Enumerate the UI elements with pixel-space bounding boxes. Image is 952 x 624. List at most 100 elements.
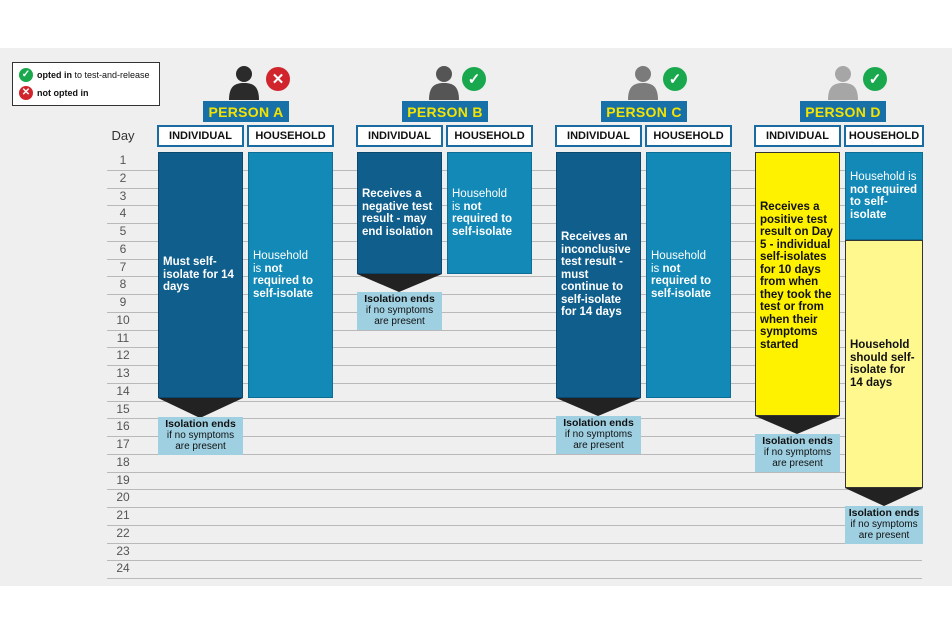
is-word: is bbox=[651, 262, 660, 275]
day-row-line bbox=[107, 507, 922, 508]
is-word: is bbox=[452, 200, 461, 213]
day-number: 10 bbox=[116, 312, 130, 327]
isolation-ends-title: Isolation ends bbox=[165, 418, 236, 430]
person-d-household-bottom-text: Household should self-isolate for 14 day… bbox=[850, 339, 915, 389]
day-number: 5 bbox=[119, 224, 127, 238]
person-d-individual-header: INDIVIDUAL bbox=[754, 125, 841, 147]
isolation-ends-sub-2: are present bbox=[374, 316, 425, 327]
day-number: 12 bbox=[116, 348, 130, 363]
isolation-ends-sub-1: if no symptoms bbox=[850, 519, 918, 530]
day-row-line bbox=[107, 276, 922, 278]
person-c-individual-header: INDIVIDUAL bbox=[555, 125, 642, 147]
day-row-line bbox=[107, 542, 922, 544]
day-row-line bbox=[107, 436, 922, 437]
day-row-line bbox=[107, 418, 922, 420]
day-number: 11 bbox=[116, 330, 130, 345]
person-c-individual-block: Receives an inconclusive test result - m… bbox=[556, 152, 641, 398]
person-d-label: PERSON D bbox=[800, 101, 886, 122]
legend: ✓ opted in to test-and-release ✕ not opt… bbox=[12, 62, 160, 106]
household-word: Household bbox=[651, 250, 706, 262]
legend-not-opted: ✕ not opted in bbox=[19, 85, 89, 101]
not-opted-in-icon: ✕ bbox=[266, 67, 290, 91]
day-row-line bbox=[107, 471, 922, 473]
isolation-ends-sub-1: if no symptoms bbox=[365, 305, 434, 316]
person-a-individual-block: Must self-isolate for 14 days bbox=[158, 152, 243, 398]
person-b-label: PERSON B bbox=[402, 101, 488, 122]
isolation-ends-sub-1: if no symptoms bbox=[564, 429, 633, 440]
day-header: Day bbox=[111, 128, 135, 143]
day-row-line bbox=[107, 294, 922, 295]
person-d-household-header: HOUSEHOLD bbox=[844, 125, 924, 147]
day-row-line bbox=[107, 400, 922, 402]
person-d-isolation-arrow bbox=[755, 416, 840, 434]
person-d-individual-block: Receives a positive test result on Day 5… bbox=[755, 152, 840, 416]
not-required-text: not required to self-isolate bbox=[850, 183, 918, 221]
person-d-household-isolation-ends: Isolation ends if no symptoms are presen… bbox=[845, 506, 923, 544]
isolation-ends-sub-1: if no symptoms bbox=[763, 447, 832, 458]
not-required-text: not required to self-isolate bbox=[651, 262, 712, 300]
day-number: 13 bbox=[116, 366, 130, 380]
person-a-individual-header: INDIVIDUAL bbox=[157, 125, 244, 147]
day-row-line bbox=[107, 311, 922, 313]
day-number: 1 bbox=[119, 153, 127, 167]
day-number: 19 bbox=[116, 472, 130, 487]
person-a-isolation-arrow bbox=[158, 398, 243, 418]
day-number: 20 bbox=[116, 490, 130, 505]
day-number: 23 bbox=[116, 543, 130, 558]
person-b-household-header: HOUSEHOLD bbox=[446, 125, 533, 147]
person-silhouette-icon bbox=[229, 66, 259, 100]
isolation-ends-sub-2: are present bbox=[858, 530, 910, 541]
opted-in-check-icon: ✓ bbox=[462, 67, 486, 91]
day-row-line bbox=[107, 453, 922, 455]
person-b-individual-block: Receives a negative test result - may en… bbox=[357, 152, 442, 274]
not-required-text: not required to self-isolate bbox=[452, 200, 513, 238]
day-number: 17 bbox=[116, 437, 130, 451]
day-number: 14 bbox=[116, 383, 130, 398]
person-a-individual-text: Must self-isolate for 14 days bbox=[163, 256, 234, 294]
is-word: is bbox=[253, 262, 262, 275]
legend-opted-in-rest: to test-and-release bbox=[74, 70, 150, 80]
household-word: Household bbox=[452, 188, 507, 200]
day-number: 8 bbox=[119, 277, 127, 292]
legend-opted-in: ✓ opted in to test-and-release bbox=[19, 67, 150, 83]
person-b-isolation-ends: Isolation ends if no symptoms are presen… bbox=[357, 292, 442, 330]
isolation-ends-title: Isolation ends bbox=[848, 507, 920, 519]
day-number: 7 bbox=[119, 259, 127, 274]
opted-in-check-icon: ✓ bbox=[863, 67, 887, 91]
day-row-line bbox=[107, 524, 922, 526]
isolation-ends-title: Isolation ends bbox=[762, 435, 833, 447]
day-row-line bbox=[107, 329, 922, 331]
day-row-line bbox=[107, 382, 922, 384]
day-number: 3 bbox=[119, 188, 127, 203]
day-number: 21 bbox=[116, 508, 130, 522]
isolation-ends-sub-2: are present bbox=[573, 440, 624, 451]
person-a-label: PERSON A bbox=[203, 101, 289, 122]
isolation-ends-title: Isolation ends bbox=[364, 293, 435, 305]
day-number: 15 bbox=[116, 401, 130, 416]
household-word: Household bbox=[253, 250, 308, 262]
check-icon: ✓ bbox=[19, 68, 33, 82]
person-c-individual-text: Receives an inconclusive test result - m… bbox=[561, 231, 631, 319]
person-a-household-header: HOUSEHOLD bbox=[247, 125, 334, 147]
isolation-ends-sub-2: are present bbox=[772, 458, 823, 469]
day-row-line bbox=[107, 347, 922, 349]
person-silhouette-icon bbox=[429, 66, 459, 100]
opted-in-check-icon: ✓ bbox=[663, 67, 687, 91]
person-b-individual-text: Receives a negative test result - may en… bbox=[362, 188, 433, 238]
person-d-individual-text: Receives a positive test result on Day 5… bbox=[760, 201, 833, 351]
person-b-isolation-arrow bbox=[357, 274, 442, 292]
isolation-ends-sub-1: if no symptoms bbox=[166, 430, 235, 441]
not-required-text: not required to self-isolate bbox=[253, 262, 314, 300]
person-a-isolation-ends: Isolation ends if no symptoms are presen… bbox=[158, 417, 243, 455]
day-number: 18 bbox=[116, 454, 130, 469]
person-c-label: PERSON C bbox=[601, 101, 687, 122]
cross-icon: ✕ bbox=[19, 86, 33, 100]
person-silhouette-icon bbox=[628, 66, 658, 100]
day-number: 16 bbox=[116, 419, 130, 434]
day-row-line bbox=[107, 489, 922, 491]
isolation-ends-title: Isolation ends bbox=[563, 417, 634, 429]
